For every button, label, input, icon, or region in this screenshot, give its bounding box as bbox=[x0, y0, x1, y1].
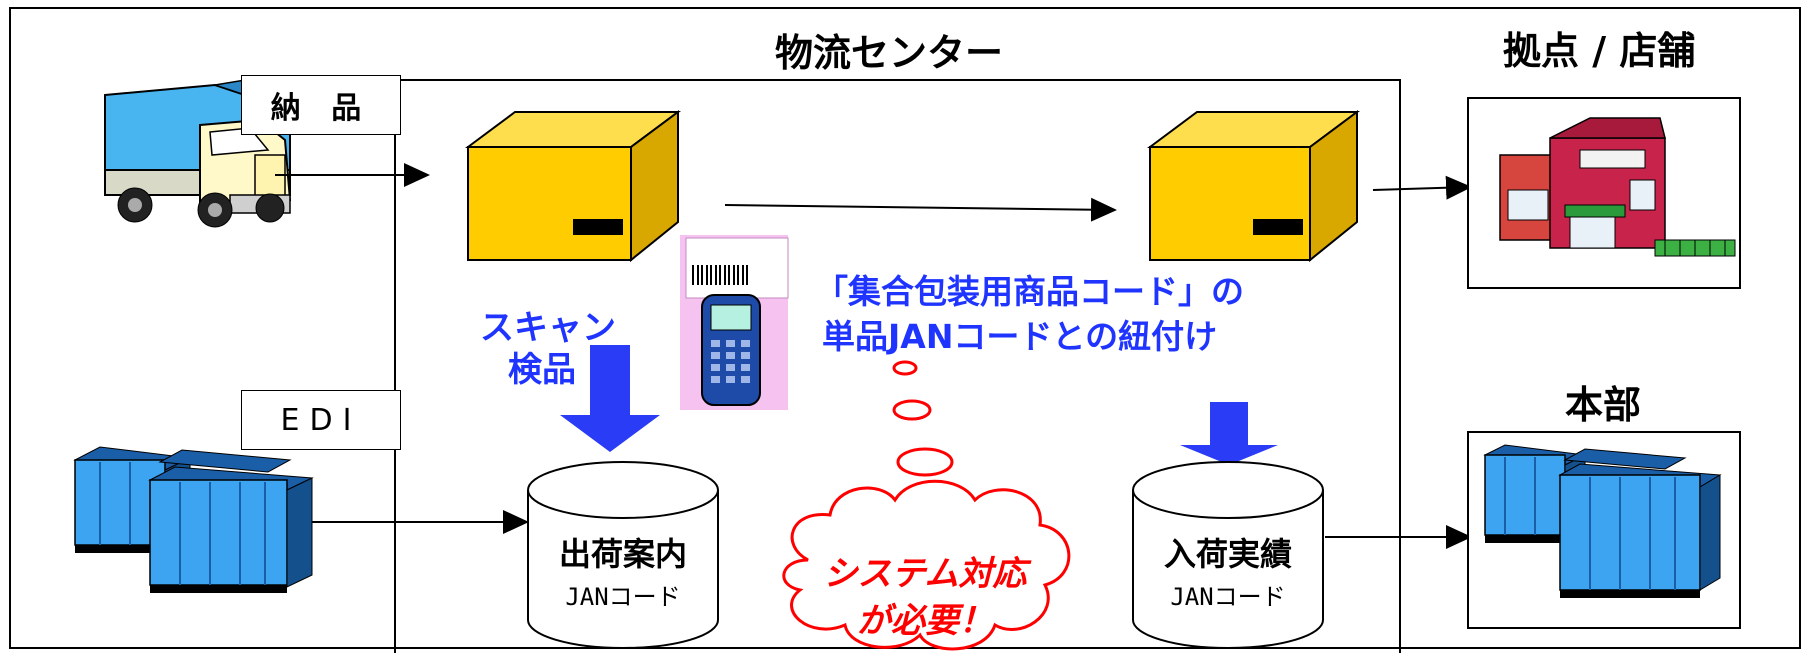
box-icon-inbound bbox=[464, 110, 682, 263]
db-receipt-subtitle: JANコード bbox=[1170, 583, 1285, 611]
server-icon-right bbox=[1483, 444, 1722, 598]
system-text-line2: が必要！ bbox=[857, 601, 993, 641]
store-title: 拠点 / 店舗 bbox=[1503, 29, 1696, 73]
transfer-arrow bbox=[724, 197, 1117, 222]
db-receipt-title: 入荷実績 bbox=[1164, 535, 1292, 573]
delivery-label: 納 品 bbox=[241, 75, 401, 135]
store-icon bbox=[1499, 117, 1736, 257]
result-down-arrow bbox=[1180, 402, 1278, 465]
hq-title: 本部 bbox=[1565, 383, 1642, 427]
box-icon-outbound bbox=[1146, 110, 1361, 263]
scan-down-arrow bbox=[560, 345, 660, 452]
shipping-arrow bbox=[1372, 175, 1472, 200]
thought-bubble-large bbox=[896, 447, 954, 477]
thought-bubble-small bbox=[892, 360, 918, 376]
inspect-text: 検品 bbox=[508, 350, 576, 390]
database-receipt-results bbox=[1132, 461, 1324, 649]
scan-text: スキャン bbox=[480, 308, 616, 348]
scanner-icon bbox=[680, 235, 789, 410]
edi-label: EDI bbox=[241, 390, 401, 450]
link-text-line2: 単品JANコードとの紐付け bbox=[822, 317, 1218, 356]
cloud-shape bbox=[782, 479, 1071, 651]
server-icon-left bbox=[73, 446, 314, 593]
database-shipping-notice bbox=[527, 461, 719, 649]
db-shipping-subtitle: JANコード bbox=[565, 583, 680, 611]
outer-frame bbox=[9, 7, 1801, 649]
thought-bubble-medium bbox=[892, 399, 932, 421]
center-title: 物流センター bbox=[775, 31, 1004, 75]
link-text-line1: 「集合包装用商品コード」の bbox=[815, 272, 1244, 311]
db-shipping-title: 出荷案内 bbox=[559, 535, 687, 573]
system-text-line1: システム対応 bbox=[824, 554, 1033, 594]
